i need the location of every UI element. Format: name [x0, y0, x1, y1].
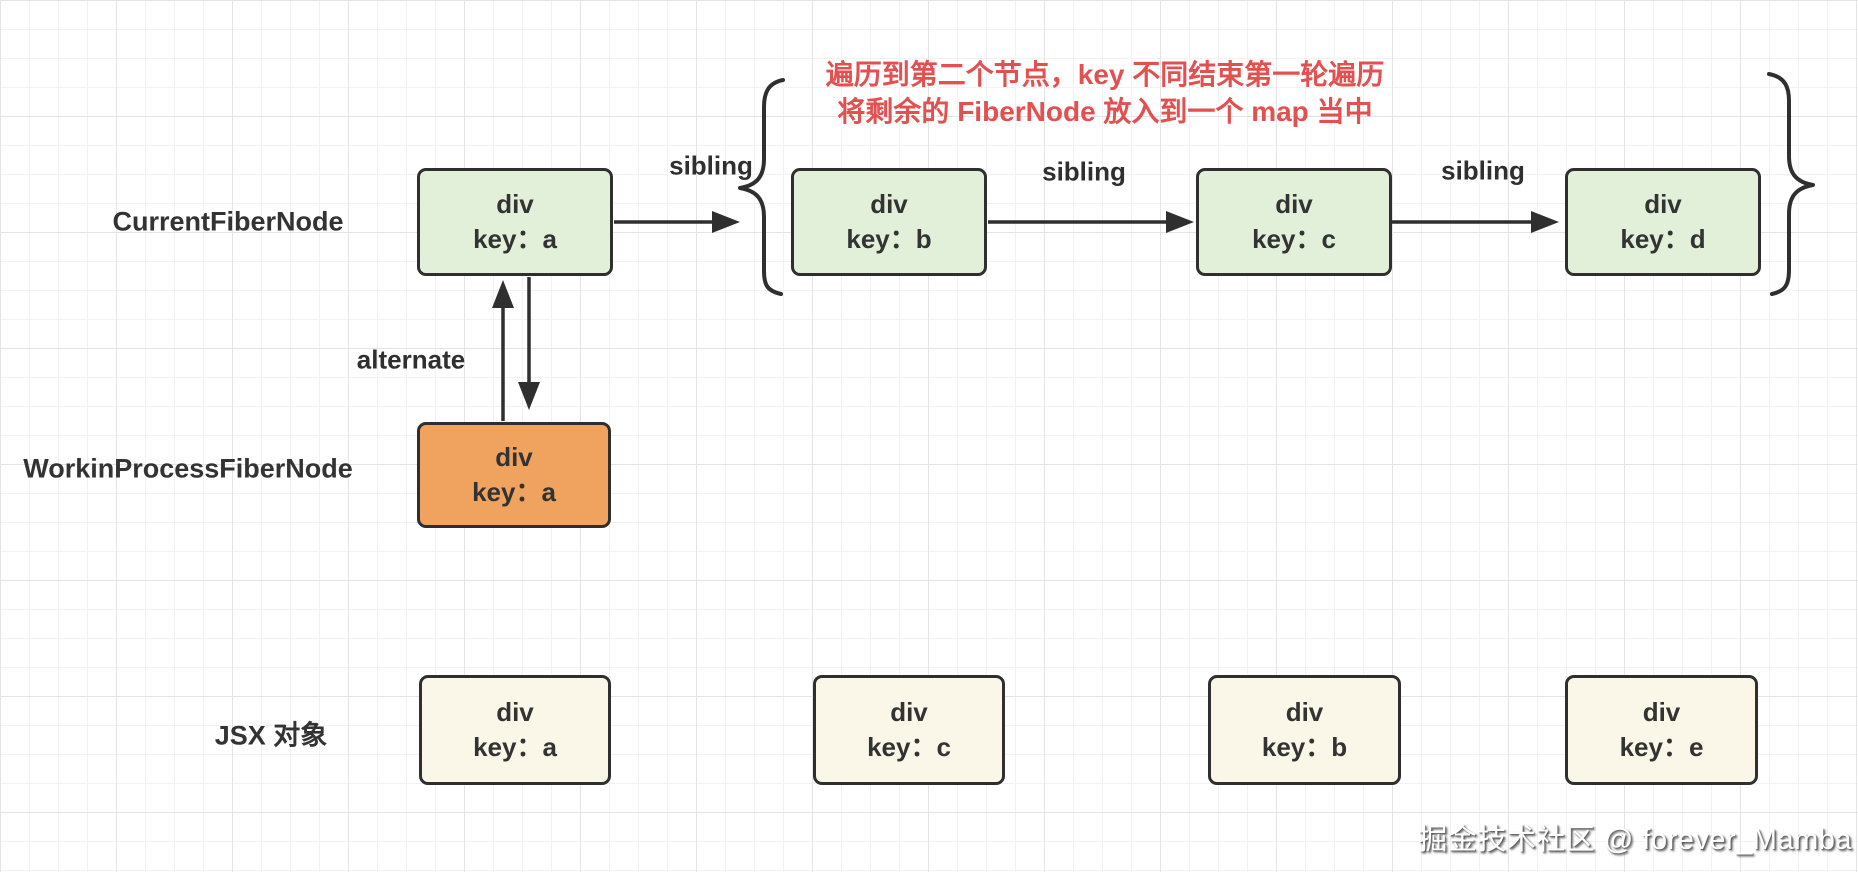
node-key: key：a [473, 732, 557, 762]
current-fiber-node-c: div key：c [1196, 168, 1392, 276]
node-key: key：c [867, 732, 951, 762]
jsx-node-e: div key：e [1565, 675, 1758, 785]
left-curly-brace [738, 78, 785, 296]
jsx-node-b: div key：b [1208, 675, 1401, 785]
annotation-line-1: 遍历到第二个节点，key 不同结束第一轮遍历 [825, 59, 1385, 90]
node-tag: div [870, 189, 908, 219]
node-tag: div [495, 442, 533, 472]
edge-label-alternate: alternate [356, 344, 466, 375]
annotation-line-2: 将剩余的 FiberNode 放入到一个 map 当中 [837, 96, 1373, 127]
jsx-node-c: div key：c [813, 675, 1005, 785]
right-curly-brace [1767, 72, 1815, 296]
wip-fiber-node-a: div key：a [417, 422, 611, 528]
node-tag: div [1642, 697, 1681, 727]
edge-label-sibling-2: sibling [1042, 156, 1126, 187]
alternate-arrow-up [492, 280, 514, 421]
sibling-arrow-a-b [614, 211, 740, 233]
alternate-arrow-down [518, 277, 540, 410]
node-key: key：c [1252, 224, 1336, 254]
sibling-arrow-b-c [988, 211, 1194, 233]
node-key: key：d [1620, 224, 1706, 254]
current-fiber-node-d: div key：d [1565, 168, 1761, 276]
node-key: key：a [472, 477, 556, 507]
node-key: key：b [1261, 732, 1348, 762]
jsx-node-a: div key：a [419, 675, 611, 785]
node-tag: div [1644, 189, 1682, 219]
node-tag: div [496, 189, 534, 219]
watermark-text: 掘金技术社区 @ forever_Mamba [1418, 824, 1852, 856]
current-fiber-node-b: div key：b [791, 168, 987, 276]
current-fiber-node-a: div key：a [417, 168, 613, 276]
node-tag: div [1275, 189, 1313, 219]
sibling-arrow-c-d [1388, 211, 1559, 233]
node-tag: div [890, 697, 928, 727]
edge-label-sibling-3: sibling [1441, 155, 1525, 186]
node-key: key：e [1619, 732, 1704, 762]
node-key: key：a [473, 224, 557, 254]
node-key: key：b [846, 224, 932, 254]
row-label-current-fiber-node: CurrentFiberNode [112, 206, 344, 237]
node-tag: div [496, 697, 534, 727]
edge-label-sibling-1: sibling [669, 150, 753, 181]
row-label-jsx-objects: JSX 对象 [214, 720, 328, 751]
annotation-text: 遍历到第二个节点，key 不同结束第一轮遍历 将剩余的 FiberNode 放入… [826, 56, 1385, 130]
row-label-workin-process-fiber-node: WorkinProcessFiberNode [23, 453, 353, 484]
node-tag: div [1285, 697, 1324, 727]
